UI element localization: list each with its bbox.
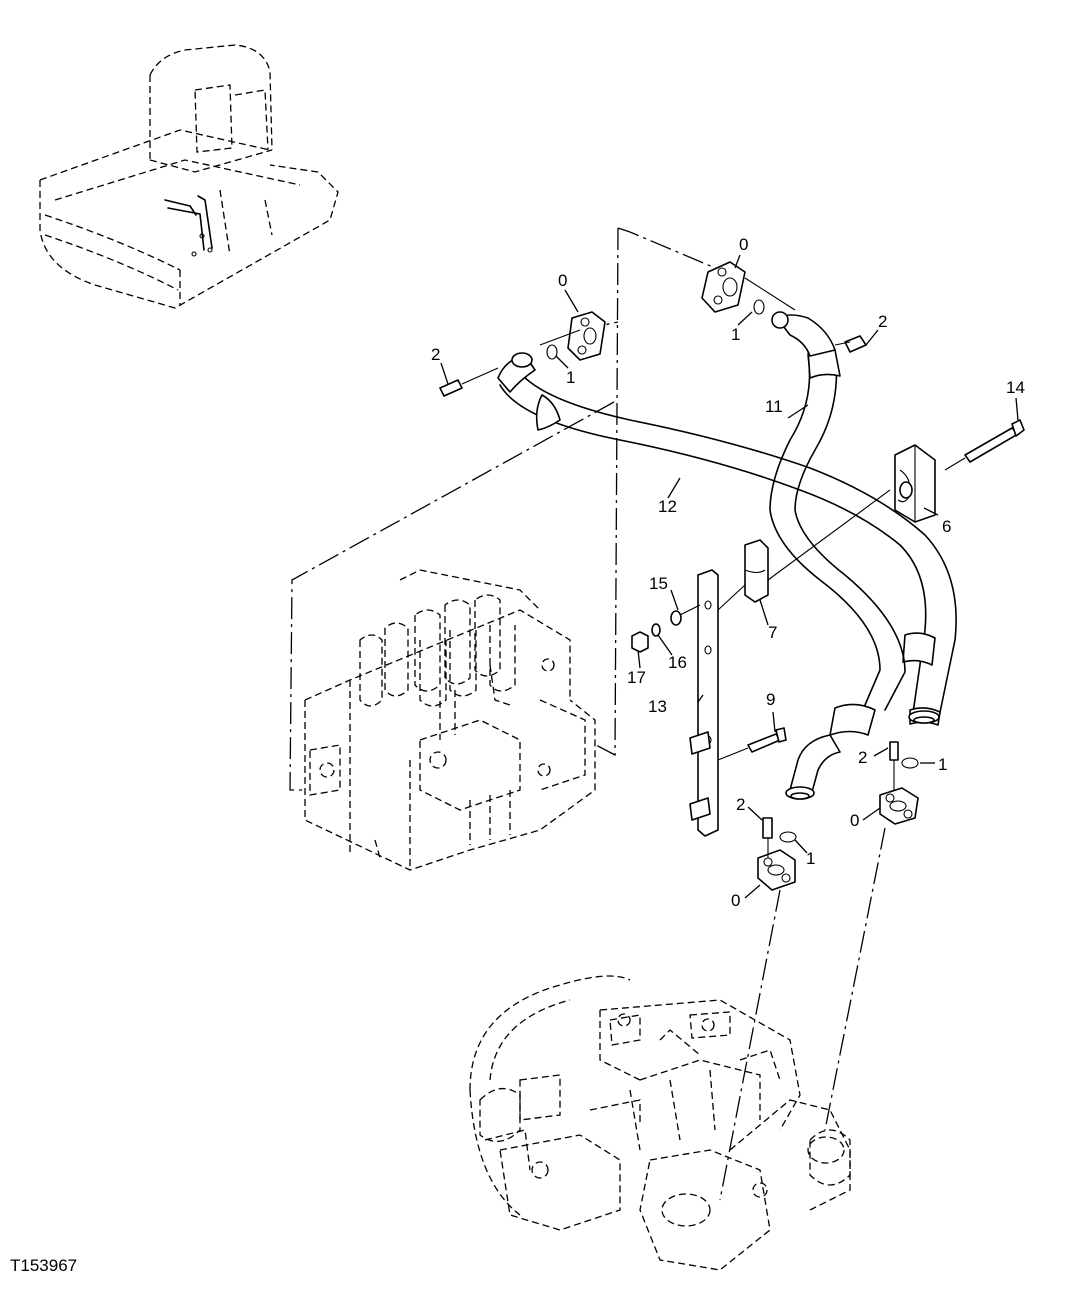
callout-1-right: 1 — [938, 755, 947, 774]
callout-11: 11 — [765, 397, 783, 416]
callout-1-bottom: 1 — [806, 849, 815, 868]
callout-2-bottom: 2 — [736, 795, 745, 814]
callout-0-top: 0 — [739, 235, 748, 254]
excavator-locator-illustration — [39, 44, 339, 309]
callout-labels: 0 1 2 0 1 2 11 12 14 6 7 15 16 17 13 9 2… — [431, 235, 1025, 910]
callout-leaders — [440, 254, 1019, 899]
callout-16: 16 — [668, 653, 687, 672]
callout-0-bottom: 0 — [731, 891, 740, 910]
callout-6: 6 — [942, 517, 951, 536]
clamps-and-bracket — [631, 419, 1025, 837]
callout-0-right: 0 — [850, 811, 859, 830]
callout-0-left: 0 — [558, 271, 567, 290]
callout-17: 17 — [627, 668, 646, 687]
callout-15: 15 — [649, 574, 668, 593]
callout-2-top-right: 2 — [878, 312, 887, 331]
callout-7: 7 — [768, 623, 777, 642]
callout-12: 12 — [658, 497, 677, 516]
callout-14: 14 — [1006, 378, 1025, 397]
callout-13: 13 — [648, 697, 667, 716]
callout-9: 9 — [766, 690, 775, 709]
callout-1-left: 1 — [566, 368, 575, 387]
figure-id-label: T153967 — [10, 1256, 78, 1275]
hydraulic-pump-illustration — [469, 975, 851, 1271]
hose-12 — [497, 352, 957, 726]
callout-2-left: 2 — [431, 345, 440, 364]
hose-11 — [769, 311, 906, 800]
callout-1-top: 1 — [731, 325, 740, 344]
callout-2-right: 2 — [858, 748, 867, 767]
flanges-and-fittings — [439, 261, 919, 891]
control-valve-illustration — [304, 569, 596, 871]
reference-lines — [289, 227, 886, 1201]
